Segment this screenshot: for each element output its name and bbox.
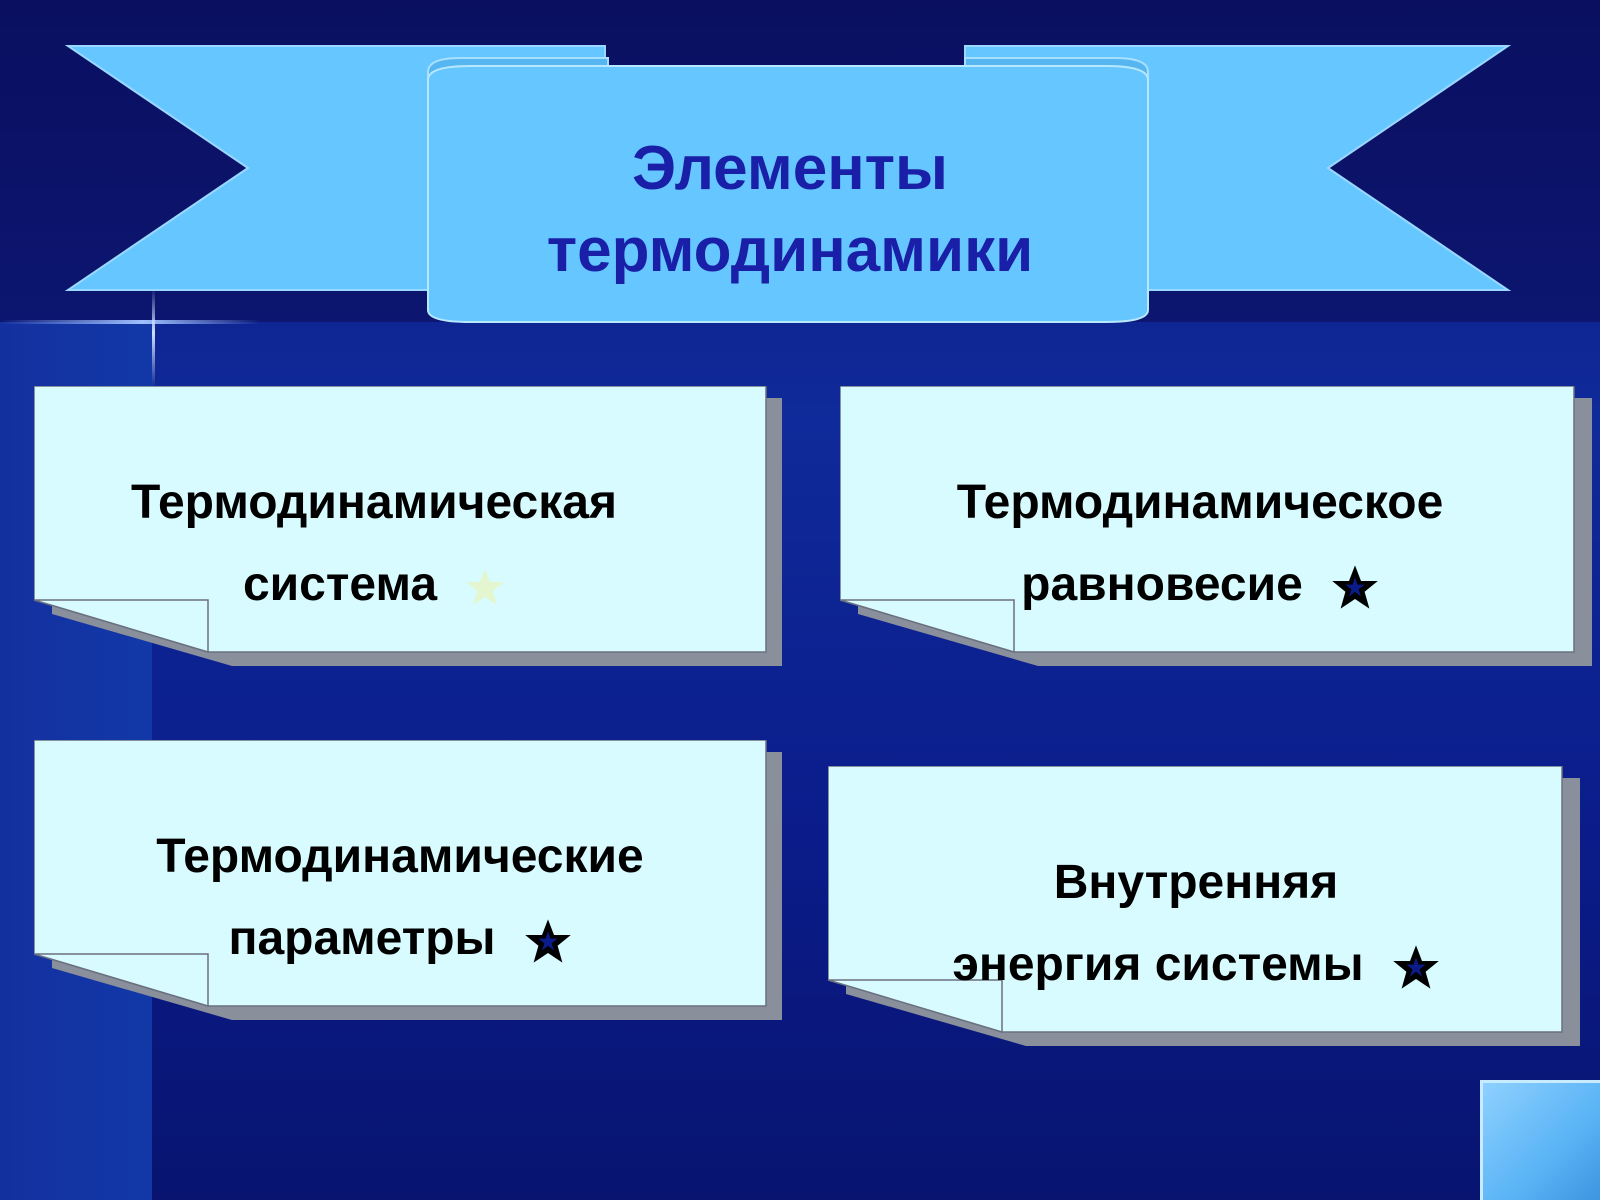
card-thermodynamic-equilibrium: [840, 386, 1592, 666]
page-title: Элементы термодинамики: [430, 128, 1150, 292]
card-1-line-2: система: [34, 544, 714, 626]
card-thermodynamic-equilibrium-text: Термодинамическое равновесие: [880, 462, 1520, 626]
title-line-1: Элементы: [632, 134, 948, 203]
faint-yellow-star-icon: [466, 569, 505, 606]
card-1-line-2-text: система: [242, 558, 438, 611]
title-line-2: термодинамики: [546, 216, 1034, 285]
black-star-icon: [524, 919, 571, 963]
card-3-line-1: Термодинамические: [156, 830, 644, 883]
card-internal-energy-text: Внутренняя энергия системы: [866, 842, 1526, 1006]
glow-line-horizontal: [0, 320, 260, 324]
card-thermodynamic-parameters-text: Термодинамические параметры: [60, 816, 740, 980]
card-thermodynamic-system: [34, 386, 782, 666]
next-slide-button[interactable]: [1480, 1080, 1600, 1200]
ribbon-center-panel: [427, 65, 1149, 323]
card-2-line-2: равновесие: [880, 544, 1520, 626]
card-4-line-2-text: энергия системы: [952, 938, 1364, 991]
card-3-line-2: параметры: [60, 898, 740, 980]
glow-line-vertical: [152, 288, 155, 388]
card-internal-energy: [828, 766, 1580, 1046]
card-3-line-2-text: параметры: [228, 912, 496, 965]
card-thermodynamic-parameters: [34, 740, 782, 1020]
card-2-line-1: Термодинамическое: [956, 476, 1444, 529]
card-thermodynamic-system-text: Термодинамическая система: [34, 462, 714, 626]
black-star-icon: [1392, 945, 1439, 989]
card-4-line-1: Внутренняя: [1053, 856, 1339, 909]
card-1-line-1: Термодинамическая: [131, 476, 617, 529]
black-star-icon: [1332, 565, 1378, 609]
card-4-line-2: энергия системы: [866, 924, 1526, 1006]
card-2-line-2-text: равновесие: [1021, 558, 1303, 611]
title-ribbon-banner: [64, 45, 1512, 323]
